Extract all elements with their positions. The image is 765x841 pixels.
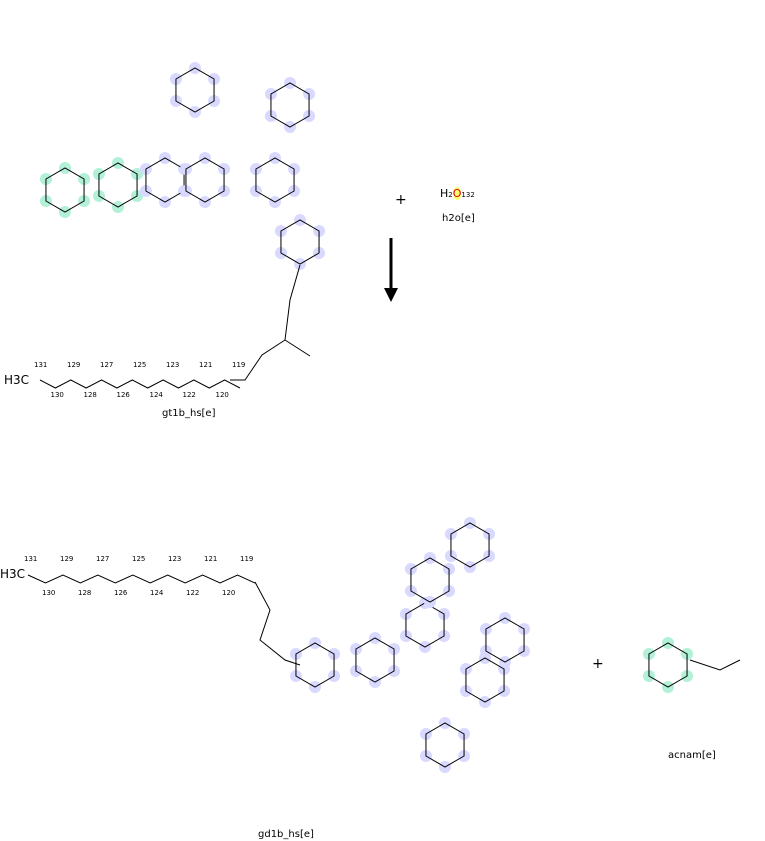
acnam-ring	[648, 642, 688, 688]
glucose-ring-top	[280, 219, 320, 265]
chain-atom-label-bottom: 120	[222, 589, 236, 597]
amide-bond-top	[284, 339, 311, 357]
plus-sign-bottom: +	[592, 656, 604, 672]
sialic-ring-bottom-3	[425, 722, 465, 768]
sugar-ring-bottom-2	[405, 602, 445, 648]
sphingosine-backbone-top	[230, 264, 301, 381]
chain-atom-label-bottom: 129	[60, 555, 74, 563]
sialic-ring-upper-2	[270, 82, 310, 128]
water-o: O	[452, 187, 462, 200]
chain-atom-label-top: 128	[83, 391, 97, 399]
water-formula: H2O132	[440, 187, 475, 200]
chain-atom-label-bottom: 130	[42, 589, 56, 597]
chain-atom-label-top: 126	[116, 391, 130, 399]
sugar-ring-bottom-4	[450, 522, 490, 568]
chain-atom-label-top: 124	[149, 391, 163, 399]
chain-atom-label-bottom: 119	[240, 555, 254, 563]
sugar-ring-bottom-3	[410, 557, 450, 603]
sugar-ring-top-1	[145, 157, 185, 203]
chain-atom-label-top: 129	[67, 361, 81, 369]
chain-atom-label-top: 123	[166, 361, 180, 369]
top-methyl: H3C	[4, 373, 30, 387]
reactant-name-gt1b: gt1b_hs[e]	[162, 408, 216, 419]
chain-atom-label-top: 130	[50, 391, 64, 399]
sugar-ring-top-2	[185, 157, 225, 203]
sugar-ring-bottom-1	[355, 637, 395, 683]
reaction-arrow-head	[384, 288, 398, 302]
water-sub: 2	[448, 191, 453, 199]
chain-atom-label-bottom: 126	[114, 589, 128, 597]
chain-atom-label-top: 120	[215, 391, 229, 399]
product-name-acnam: acnam[e]	[668, 750, 716, 761]
chain-atom-label-top: 125	[133, 361, 147, 369]
water-h: H	[440, 187, 449, 200]
sialic-ring-upper-1	[175, 67, 215, 113]
chain-atom-label-top: 119	[232, 361, 246, 369]
chain-atom-label-bottom: 125	[132, 555, 146, 563]
fatty-chain-top	[39, 379, 241, 389]
fatty-chain-bottom	[27, 574, 256, 584]
acnam-side-chain	[689, 659, 741, 671]
sialic-ring-bottom-2	[485, 617, 525, 663]
sialic-ring-bottom-1	[465, 657, 505, 703]
glucose-ring-bottom	[295, 642, 335, 688]
sialic-ring-top-2	[98, 162, 138, 208]
chain-atom-label-bottom: 122	[186, 589, 200, 597]
reactant-name-h2o: h2o[e]	[442, 213, 475, 224]
sialic-ring-top-1	[45, 167, 85, 213]
chain-atom-label-bottom: 123	[168, 555, 182, 563]
sugar-ring-top-3	[255, 157, 295, 203]
chain-atom-label-top: 131	[34, 361, 48, 369]
chain-atom-label-bottom: 128	[78, 589, 92, 597]
chain-atom-label-top: 127	[100, 361, 114, 369]
chain-atom-label-bottom: 121	[204, 555, 218, 563]
bottom-methyl: H3C	[0, 567, 26, 581]
sphingosine-backbone-bottom	[254, 581, 301, 666]
chain-atom-label-bottom: 127	[96, 555, 110, 563]
chain-atom-label-bottom: 131	[24, 555, 38, 563]
product-name-gd1b: gd1b_hs[e]	[258, 829, 314, 840]
plus-sign-top: +	[395, 192, 407, 208]
water-index: 132	[461, 191, 475, 199]
chain-atom-label-top: 122	[182, 391, 196, 399]
chain-atom-label-bottom: 124	[150, 589, 164, 597]
chain-atom-label-top: 121	[199, 361, 213, 369]
